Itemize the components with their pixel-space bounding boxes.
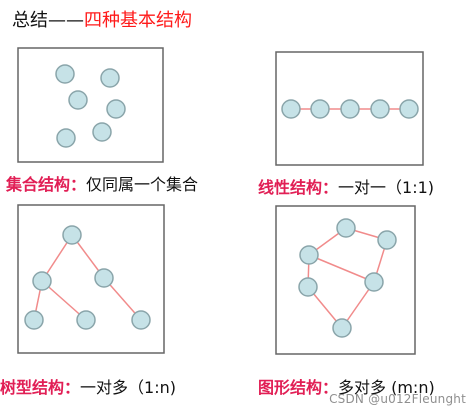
set-structure-text: 仅同属一个集合 bbox=[86, 175, 199, 194]
graph-node bbox=[299, 245, 319, 265]
graph-node bbox=[364, 272, 384, 292]
tree-node bbox=[94, 268, 114, 288]
tree-node bbox=[62, 225, 82, 245]
graph-structure-label: 图形结构： bbox=[258, 378, 339, 397]
graph-structure-text: 多对多 (m:n) bbox=[338, 378, 435, 397]
tree-structure-text: 一对多（1:n) bbox=[80, 378, 176, 397]
linear-node bbox=[399, 99, 419, 119]
set-node bbox=[55, 64, 75, 84]
set-node bbox=[56, 128, 76, 148]
tree-node bbox=[76, 310, 96, 330]
tree-node bbox=[24, 310, 44, 330]
tree-frame bbox=[17, 204, 165, 354]
set-node bbox=[68, 90, 88, 110]
set-node bbox=[100, 68, 120, 88]
graph-node bbox=[336, 218, 356, 238]
graph-edge bbox=[308, 254, 375, 283]
tree-node bbox=[32, 271, 52, 291]
watermark: CSDN @u012Fleunght bbox=[329, 392, 466, 406]
tree-structure-label: 树型结构： bbox=[0, 378, 81, 397]
tree-node bbox=[131, 310, 151, 330]
graph-node bbox=[332, 318, 352, 338]
set-structure-caption: 集合结构：仅同属一个集合 bbox=[6, 177, 198, 193]
set-structure-label: 集合结构： bbox=[6, 175, 87, 194]
linear-node bbox=[370, 99, 390, 119]
linear-node bbox=[310, 99, 330, 119]
page-title: 总结——四种基本结构 bbox=[12, 12, 192, 30]
tree-structure-caption: 树型结构：一对多（1:n) bbox=[0, 380, 176, 396]
linear-node bbox=[340, 99, 360, 119]
linear-structure-text: 一对一（1:1) bbox=[338, 178, 435, 197]
linear-frame bbox=[275, 51, 424, 166]
graph-frame bbox=[275, 205, 416, 355]
set-frame bbox=[17, 47, 164, 163]
title-highlight: 四种基本结构 bbox=[84, 10, 192, 31]
linear-structure-caption: 线性结构：一对一（1:1) bbox=[258, 180, 434, 196]
linear-node bbox=[281, 99, 301, 119]
tree-edge bbox=[41, 280, 87, 321]
linear-structure-label: 线性结构： bbox=[258, 178, 339, 197]
graph-node bbox=[377, 230, 397, 250]
set-node bbox=[92, 122, 112, 142]
graph-structure-caption: 图形结构：多对多 (m:n) bbox=[258, 380, 435, 396]
graph-node bbox=[298, 277, 318, 297]
title-prefix: 总结—— bbox=[12, 10, 84, 31]
set-node bbox=[106, 99, 126, 119]
